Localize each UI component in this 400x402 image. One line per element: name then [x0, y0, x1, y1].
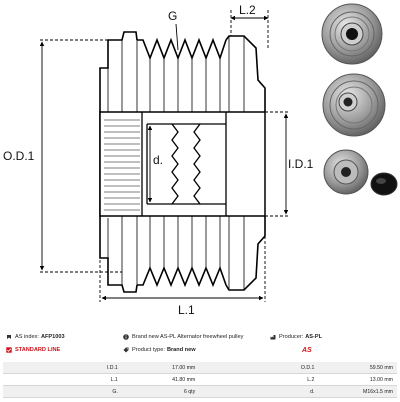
spec-label: G. [44, 385, 122, 398]
spec-label: L.2 [240, 373, 319, 386]
table-row: I.D.1 17.00 mm O.D.1 59.50 mm [3, 362, 397, 374]
thread-bore [141, 112, 227, 216]
as-index: AS index: AFP1003 [6, 331, 65, 343]
producer-value: AS-PL [305, 334, 323, 340]
standard-line: STANDARD LINE [6, 344, 60, 356]
dimension-lines [39, 10, 290, 302]
hub [99, 111, 266, 217]
product-info: AS index: AFP1003 Brand new AS-PL Altern… [0, 331, 400, 359]
check-icon [6, 347, 12, 353]
info-icon [123, 334, 129, 340]
pulley-photo-angled [322, 73, 386, 137]
brand-logo: AS [300, 344, 312, 356]
label-length2: L.2 [239, 3, 256, 17]
table-row: G. 6 qty d. M16x1.5 mm [3, 385, 397, 398]
pulley-cap-photo [370, 172, 398, 196]
pulley-technical-drawing: G L.2 O.D.1 I.D.1 d. L.1 [3, 3, 314, 317]
spec-table: I.D.1 17.00 mm O.D.1 59.50 mm L.1 41.80 … [3, 362, 397, 398]
factory-icon [270, 334, 276, 340]
hub-knurl [104, 119, 140, 211]
spec-label: I.D.1 [44, 362, 122, 374]
label-length1: L.1 [178, 303, 195, 317]
index-icon [6, 334, 12, 340]
as-index-label: AS index: [15, 334, 39, 340]
as-index-value: AFP1003 [40, 334, 65, 340]
spec-value: 13.00 mm [318, 373, 397, 386]
standard-line-text: STANDARD LINE [15, 347, 61, 353]
spec-value: 59.50 mm [318, 362, 397, 374]
brand-logo-text: AS [302, 346, 312, 354]
info-row-1: AS index: AFP1003 Brand new AS-PL Altern… [0, 331, 400, 343]
spec-label: O.D.1 [240, 362, 319, 374]
spec-label: d. [240, 385, 319, 398]
pulley-photo-back [323, 149, 369, 195]
product-type-label: Product type: [132, 347, 165, 353]
label-outer-diameter: O.D.1 [3, 149, 35, 163]
spec-value: 6 qty [121, 385, 200, 398]
product-type-value: Brand new [166, 347, 196, 353]
label-thread-diameter: d. [153, 153, 163, 167]
description: Brand new AS-PL Alternator freewheel pul… [123, 331, 243, 343]
spec-value: M16x1.5 mm [318, 385, 397, 398]
spec-label: L.1 [44, 373, 122, 386]
product-photos [321, 3, 398, 196]
producer: Producer: AS-PL [270, 331, 322, 343]
producer-label: Producer: [279, 334, 304, 340]
label-inner-diameter: I.D.1 [288, 157, 314, 171]
pulley-photo-front [321, 3, 383, 65]
label-groove: G [168, 9, 177, 23]
table-row: L.1 41.80 mm L.2 13.00 mm [3, 373, 397, 386]
tag-icon [123, 347, 129, 353]
description-text: Brand new AS-PL Alternator freewheel pul… [132, 334, 244, 340]
spec-value: 41.80 mm [121, 373, 200, 386]
spec-value: 17.00 mm [121, 362, 200, 374]
info-row-2: STANDARD LINE Product type: Brand new AS [0, 344, 400, 356]
product-type: Product type: Brand new [123, 344, 196, 356]
